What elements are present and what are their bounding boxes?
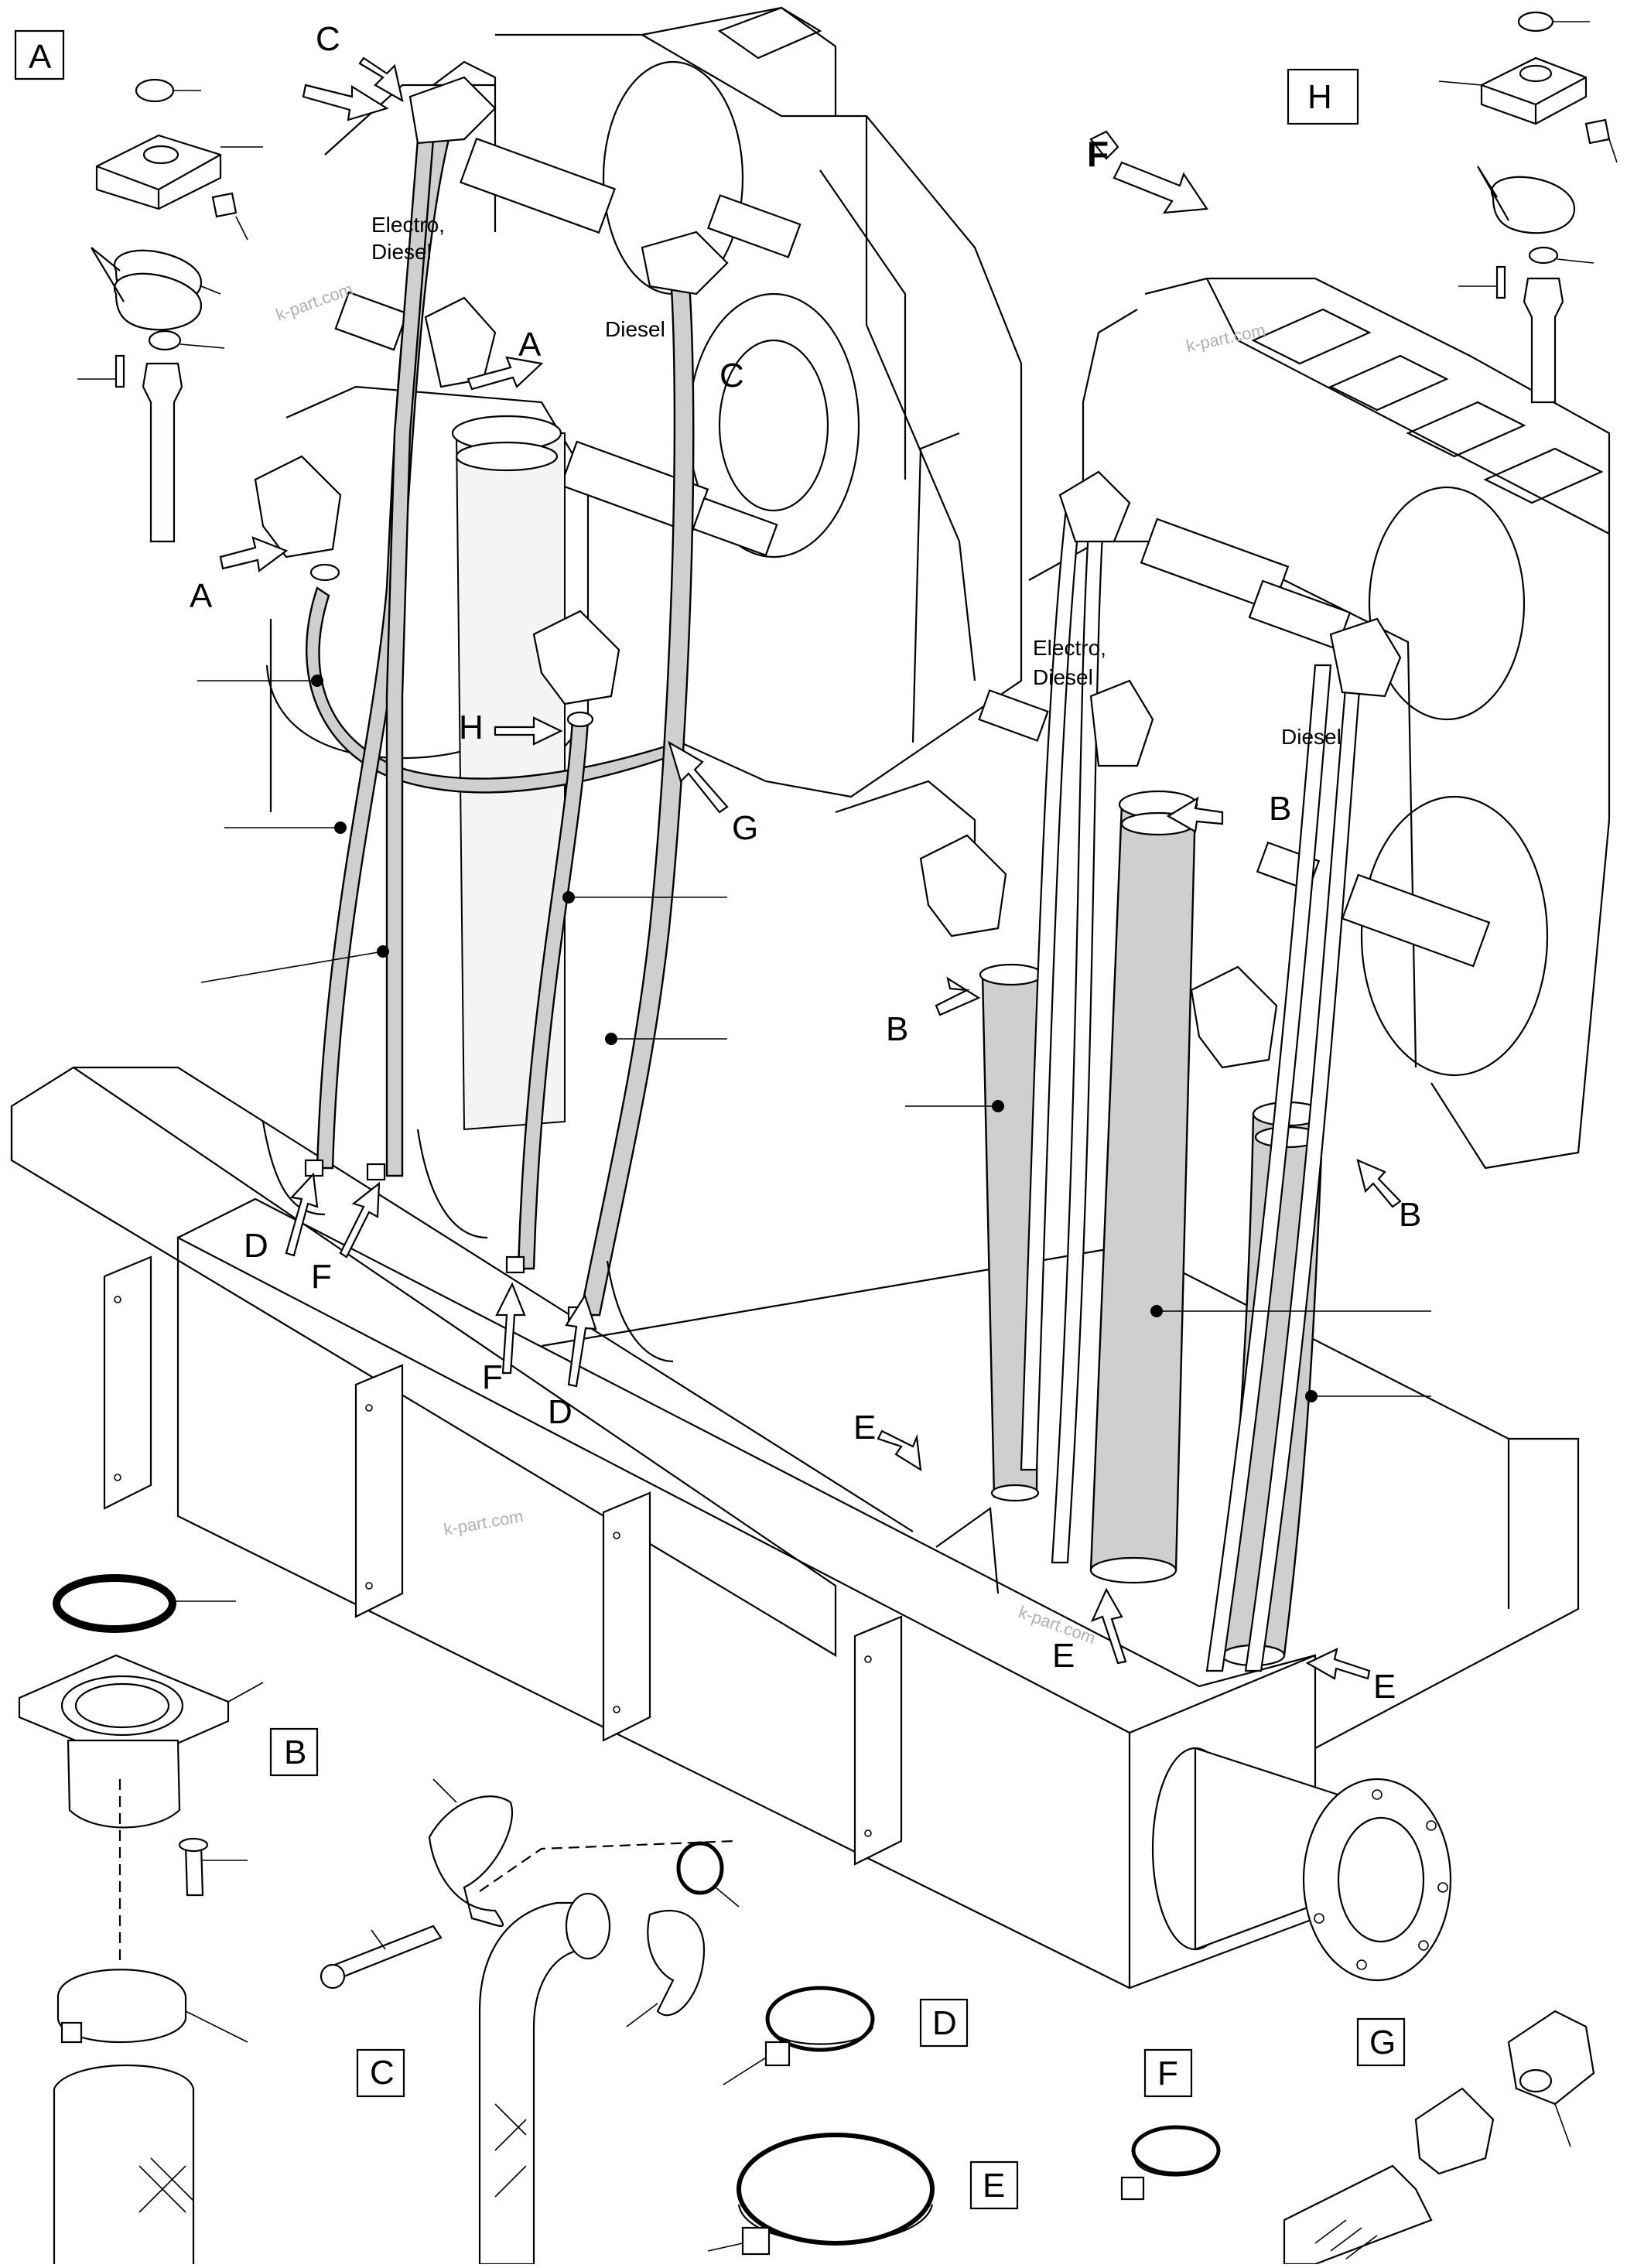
left-hose-set: [254, 76, 729, 1363]
front-direction-arrow: [1089, 130, 1119, 160]
detail-C-split-flange-kit: C: [320, 1778, 740, 2266]
view-A-exploded-fitting: A: [14, 29, 263, 543]
detail-B-label: B: [284, 1733, 306, 1771]
detail-B-box: [269, 1727, 319, 1777]
annotation-electro-left: Electro,: [371, 213, 445, 237]
label-E-mid: E: [1052, 1637, 1075, 1675]
chassis-frame: [10, 1066, 1580, 1990]
detail-B-flange-kit: B: [18, 1574, 319, 2264]
label-A-left: A: [190, 577, 213, 615]
view-H-label: H: [1307, 78, 1332, 116]
callout-arrows: [219, 56, 1402, 1680]
left-gearbox: [265, 6, 1023, 1131]
label-C-right: C: [719, 357, 744, 395]
view-A-box: [14, 29, 65, 80]
detail-D-hose-clamp: D: [723, 1986, 969, 2085]
label-H-mid: H: [459, 709, 484, 746]
label-D-left: D: [244, 1227, 268, 1265]
detail-E-label: E: [983, 2167, 1005, 2205]
label-A-mid: A: [518, 326, 542, 364]
label-G: G: [732, 809, 758, 847]
label-B-lower: B: [1399, 1196, 1421, 1234]
detail-C-box: [356, 2048, 405, 2098]
detail-F-label: F: [1157, 2055, 1178, 2092]
detail-G-label: G: [1369, 2024, 1396, 2061]
detail-D-label: D: [932, 2004, 957, 2042]
detail-F-small-clamp: F: [1120, 2048, 1221, 2201]
front-symbol: F: [1087, 134, 1109, 174]
label-B-upper: B: [1269, 790, 1291, 828]
watermark-2: k-part.com: [1184, 320, 1267, 356]
callout-leaders: [197, 675, 1431, 1402]
label-D-mid: D: [548, 1393, 572, 1431]
annotation-diesel-left: Diesel: [371, 240, 432, 264]
detail-D-box: [919, 1998, 969, 2048]
detail-F-box: [1143, 2048, 1193, 2098]
label-B-left: B: [886, 1010, 908, 1048]
annotation-diesel-mid: Diesel: [1281, 725, 1342, 749]
detail-G-box: [1356, 2017, 1406, 2067]
watermark-3: k-part.com: [443, 1506, 525, 1539]
detail-G-adapter-fitting: G: [1283, 2010, 1595, 2266]
detail-C-label: C: [370, 2054, 395, 2092]
detail-E-large-clamp: E: [707, 2133, 1019, 2256]
view-H-box: [1287, 68, 1359, 125]
detail-E-box: [969, 2160, 1019, 2210]
annotation-diesel-top: Diesel: [605, 317, 665, 341]
annotation-diesel-right: Diesel: [1033, 665, 1093, 689]
label-C-top: C: [316, 20, 340, 58]
label-F-left: F: [311, 1258, 332, 1296]
view-A-label: A: [29, 38, 52, 76]
right-hose-set: [919, 470, 1402, 1672]
label-E-left: E: [853, 1409, 876, 1447]
label-E-right: E: [1373, 1668, 1396, 1706]
label-F-mid: F: [482, 1358, 503, 1396]
view-H-exploded-fitting: H F: [1087, 11, 1618, 404]
letter-labels: C A C A H G B B B D F F D E E E: [190, 20, 1421, 1706]
annotation-electro-right: Electro,: [1033, 636, 1106, 660]
text-annotations: Electro, Diesel Diesel Electro, Diesel D…: [371, 213, 1342, 749]
